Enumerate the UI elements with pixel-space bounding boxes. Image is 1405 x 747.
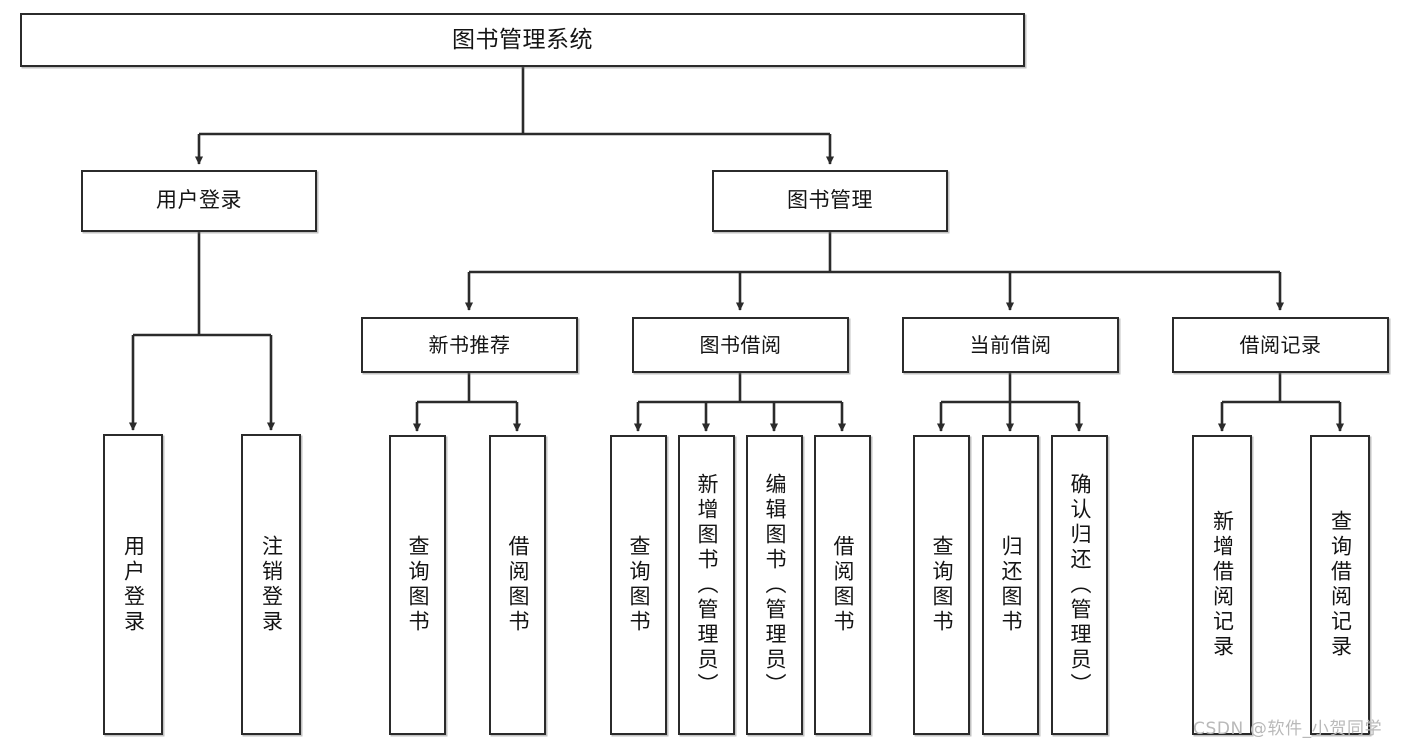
leaf-book-borrow-edit-book-admin[interactable]: 编辑图书（管理员）: [746, 435, 803, 735]
node-book-management[interactable]: 图书管理: [712, 170, 948, 232]
node-label: 用户登录: [121, 534, 146, 635]
node-label: 注销登录: [259, 534, 284, 635]
node-label: 查询图书: [406, 535, 430, 635]
node-borrow-record[interactable]: 借阅记录: [1172, 317, 1389, 373]
node-label: 查询借阅记录: [1328, 510, 1353, 660]
node-label: 新增借阅记录: [1210, 510, 1235, 660]
node-label: 借阅图书: [506, 535, 530, 635]
node-new-book-recommend[interactable]: 新书推荐: [361, 317, 578, 373]
leaf-borrow-record-add-record[interactable]: 新增借阅记录: [1192, 435, 1252, 735]
node-label: 当前借阅: [969, 332, 1052, 357]
leaf-new-book-query-book[interactable]: 查询图书: [389, 435, 446, 735]
node-label: 借阅记录: [1239, 332, 1322, 357]
leaf-new-book-borrow-book[interactable]: 借阅图书: [489, 435, 546, 735]
leaf-borrow-record-query-record[interactable]: 查询借阅记录: [1310, 435, 1370, 735]
leaf-book-borrow-query-book[interactable]: 查询图书: [610, 435, 667, 735]
leaf-current-borrow-confirm-return-admin[interactable]: 确认归还（管理员）: [1051, 435, 1108, 735]
node-label: 图书管理: [787, 188, 873, 213]
node-current-borrow[interactable]: 当前借阅: [902, 317, 1119, 373]
node-label: 新增图书（管理员）: [695, 472, 719, 698]
node-label: 归还图书: [999, 535, 1023, 635]
node-book-borrow[interactable]: 图书借阅: [632, 317, 849, 373]
node-label: 借阅图书: [831, 535, 855, 635]
leaf-current-borrow-return-book[interactable]: 归还图书: [982, 435, 1039, 735]
node-label: 图书管理系统: [452, 26, 593, 53]
node-label: 新书推荐: [428, 332, 511, 357]
node-label: 查询图书: [930, 535, 954, 635]
leaf-user-login-logout[interactable]: 注销登录: [241, 434, 301, 735]
node-label: 查询图书: [627, 535, 651, 635]
node-root-book-management-system[interactable]: 图书管理系统: [20, 13, 1025, 67]
csdn-watermark: CSDN @软件_小贺同学: [1193, 719, 1383, 739]
node-label: 确认归还（管理员）: [1068, 472, 1092, 698]
node-label: 用户登录: [156, 188, 242, 213]
leaf-book-borrow-borrow-book[interactable]: 借阅图书: [814, 435, 871, 735]
leaf-user-login-login[interactable]: 用户登录: [103, 434, 163, 735]
leaf-current-borrow-query-book[interactable]: 查询图书: [913, 435, 970, 735]
leaf-book-borrow-add-book-admin[interactable]: 新增图书（管理员）: [678, 435, 735, 735]
node-label: 编辑图书（管理员）: [763, 472, 787, 698]
node-user-login[interactable]: 用户登录: [81, 170, 317, 232]
node-label: 图书借阅: [699, 332, 782, 357]
